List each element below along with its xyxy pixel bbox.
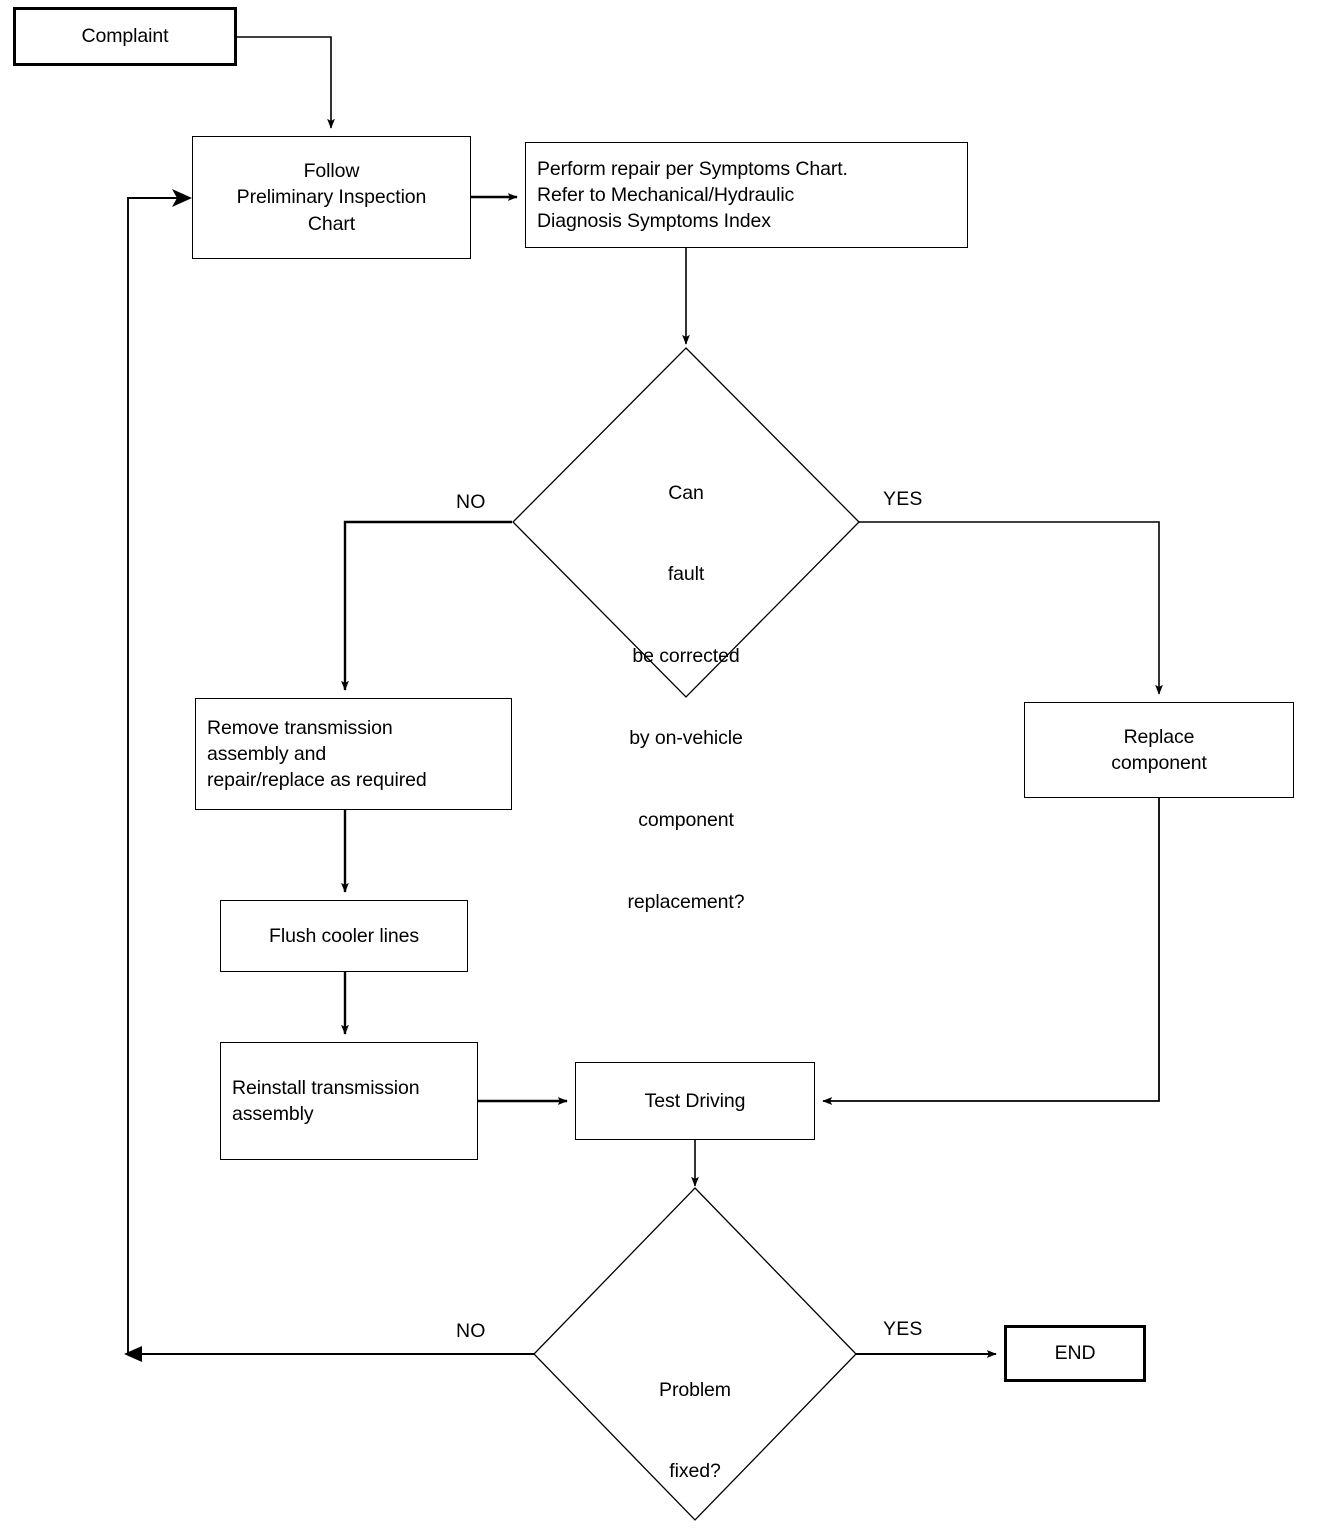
- node-follow-preliminary-line-1: Preliminary Inspection: [236, 186, 427, 209]
- node-follow-preliminary-inspection-chart[interactable]: Follow Preliminary Inspection Chart: [192, 136, 471, 259]
- node-end[interactable]: END: [1004, 1325, 1146, 1382]
- node-reinstall-transmission-line-0: Reinstall transmission: [232, 1076, 420, 1099]
- node-replace-component[interactable]: Replace component: [1024, 702, 1294, 798]
- decision-problem-fixed-line-0: Problem: [659, 1378, 731, 1401]
- node-remove-transmission-line-0: Remove transmission: [207, 716, 393, 739]
- node-remove-transmission-assembly[interactable]: Remove transmission assembly and repair/…: [195, 698, 512, 810]
- branch-label-problem-fixed-yes: YES: [883, 1318, 923, 1340]
- node-perform-repair-per-symptoms-chart[interactable]: Perform repair per Symptoms Chart. Refer…: [525, 142, 968, 248]
- node-complaint-line-0: Complaint: [81, 25, 169, 48]
- decision-can-fault-line-0: Can: [668, 481, 704, 504]
- edge-feedback-arrowhead-into-follow-preliminary: [172, 189, 192, 207]
- edge-can-fault-yes-to-replace-component: [859, 521, 1163, 695]
- branch-label-can-fault-yes: YES: [883, 488, 923, 510]
- branch-label-problem-fixed-no: NO: [456, 1320, 486, 1342]
- decision-can-fault-line-2: be corrected: [632, 645, 740, 668]
- node-test-driving[interactable]: Test Driving: [575, 1062, 815, 1140]
- decision-can-fault-label: Can fault be corrected by on-vehicle com…: [566, 425, 806, 971]
- decision-problem-fixed-label: Problem fixed?: [595, 1322, 795, 1528]
- node-end-line-0: END: [1054, 1342, 1096, 1365]
- node-follow-preliminary-line-2: Chart: [307, 212, 356, 235]
- node-remove-transmission-line-2: repair/replace as required: [207, 769, 427, 792]
- edge-can-fault-no-to-remove-transmission: [341, 520, 512, 691]
- node-complaint[interactable]: Complaint: [13, 7, 237, 66]
- decision-can-fault-line-4: component: [638, 809, 734, 832]
- edge-feedback-arrowhead-left: [124, 1346, 142, 1362]
- node-remove-transmission-line-1: assembly and: [207, 742, 327, 765]
- branch-label-can-fault-no: NO: [456, 491, 486, 513]
- node-replace-component-line-1: component: [1111, 752, 1207, 774]
- node-reinstall-transmission-assembly[interactable]: Reinstall transmission assembly: [220, 1042, 478, 1160]
- node-follow-preliminary-line-0: Follow: [303, 160, 360, 183]
- node-test-driving-line-0: Test Driving: [644, 1089, 746, 1112]
- decision-can-fault-line-1: fault: [667, 563, 705, 586]
- edge-replace-component-to-test-driving: [822, 798, 1160, 1105]
- node-perform-repair-line-2: Diagnosis Symptoms Index: [537, 210, 771, 233]
- node-replace-component-line-0: Replace: [1123, 725, 1195, 748]
- node-reinstall-transmission-line-1: assembly: [232, 1103, 314, 1125]
- edge-complaint-to-follow-preliminary: [237, 36, 335, 129]
- decision-can-fault-line-5: replacement?: [627, 891, 745, 914]
- node-perform-repair-line-0: Perform repair per Symptoms Chart.: [537, 157, 848, 180]
- decision-problem-fixed-line-1: fixed?: [669, 1460, 721, 1483]
- node-flush-cooler-lines-line-0: Flush cooler lines: [269, 924, 419, 947]
- node-flush-cooler-lines[interactable]: Flush cooler lines: [220, 900, 468, 972]
- node-perform-repair-line-1: Refer to Mechanical/Hydraulic: [537, 183, 795, 206]
- decision-can-fault-line-3: by on-vehicle: [629, 727, 743, 750]
